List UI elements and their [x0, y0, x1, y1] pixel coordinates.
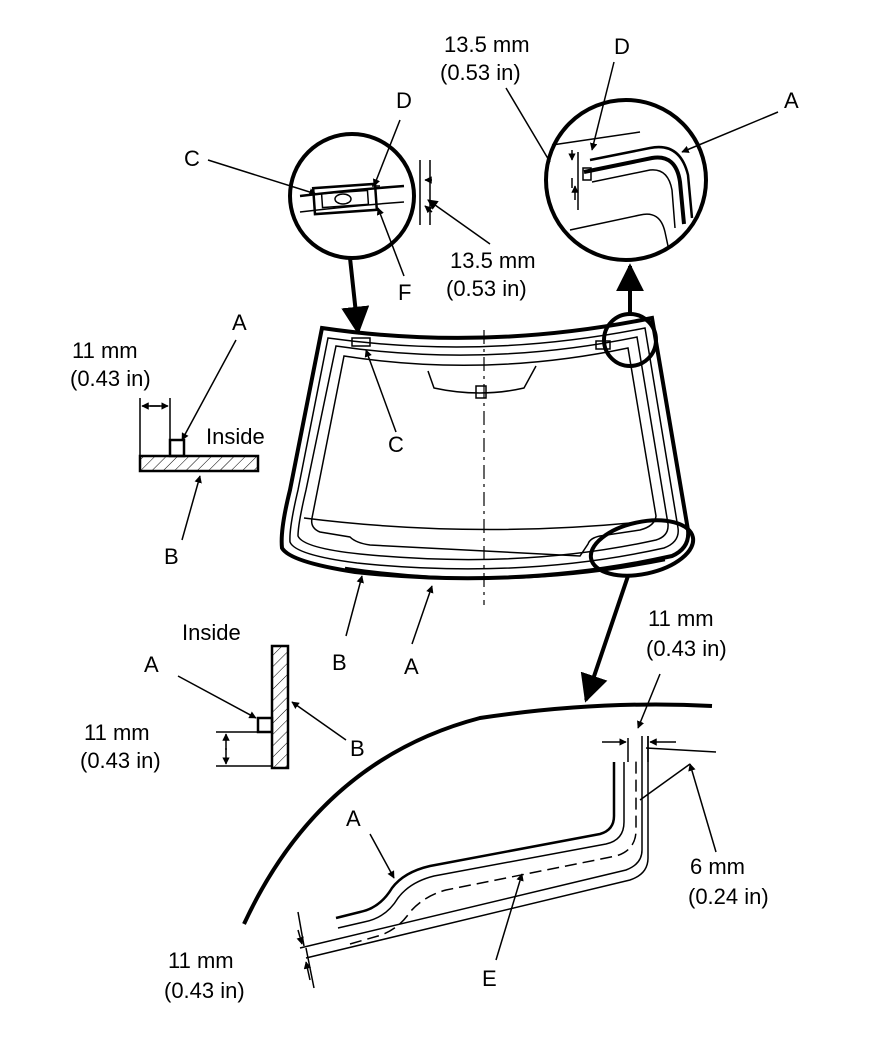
label-d-top-left: D — [396, 88, 412, 113]
label-inside-top: Inside — [206, 424, 265, 449]
clip-detail-circle — [288, 132, 416, 260]
label-d-top-right: D — [614, 34, 630, 59]
section-view-bottom — [177, 644, 347, 770]
label-c-detail: C — [184, 146, 200, 171]
dim-6-mm: 6 mm — [690, 854, 745, 879]
section-view-top — [138, 339, 260, 541]
dim-corner-mm: 11 mm — [648, 606, 714, 631]
dim-top-right-mm: 13.5 mm — [444, 32, 530, 57]
dim-corner-in: (0.43 in) — [646, 636, 727, 661]
label-a-detail: A — [346, 806, 361, 831]
label-a-top-right: A — [784, 88, 799, 113]
label-a-section-top: A — [232, 310, 247, 335]
dim-6-in: (0.24 in) — [688, 884, 769, 909]
dim-top-right-in: (0.53 in) — [440, 60, 521, 85]
corner-detail-circle — [544, 98, 708, 262]
label-b-main: B — [332, 650, 347, 675]
dim-section-bottom-mm: 11 mm — [84, 720, 150, 745]
dim-detail-bottom-mm: 11 mm — [168, 948, 234, 973]
dim-section-top-in: (0.43 in) — [70, 366, 151, 391]
windshield-glass — [279, 315, 691, 581]
dim-section-bottom-in: (0.43 in) — [80, 748, 161, 773]
label-a-main: A — [404, 654, 419, 679]
label-b-section-top: B — [164, 544, 179, 569]
label-e: E — [482, 966, 497, 991]
label-c-main: C — [388, 432, 404, 457]
corner-enlarged-detail — [242, 702, 713, 959]
dim-top-left-in: (0.53 in) — [446, 276, 527, 301]
dim-top-left-mm: 13.5 mm — [450, 248, 536, 273]
label-f: F — [398, 280, 411, 305]
dim-section-top-mm: 11 mm — [72, 338, 138, 363]
label-a-section-bottom: A — [144, 652, 159, 677]
label-inside-bottom: Inside — [182, 620, 241, 645]
dim-detail-bottom-in: (0.43 in) — [164, 978, 245, 1003]
label-b-section-bottom: B — [350, 736, 365, 761]
